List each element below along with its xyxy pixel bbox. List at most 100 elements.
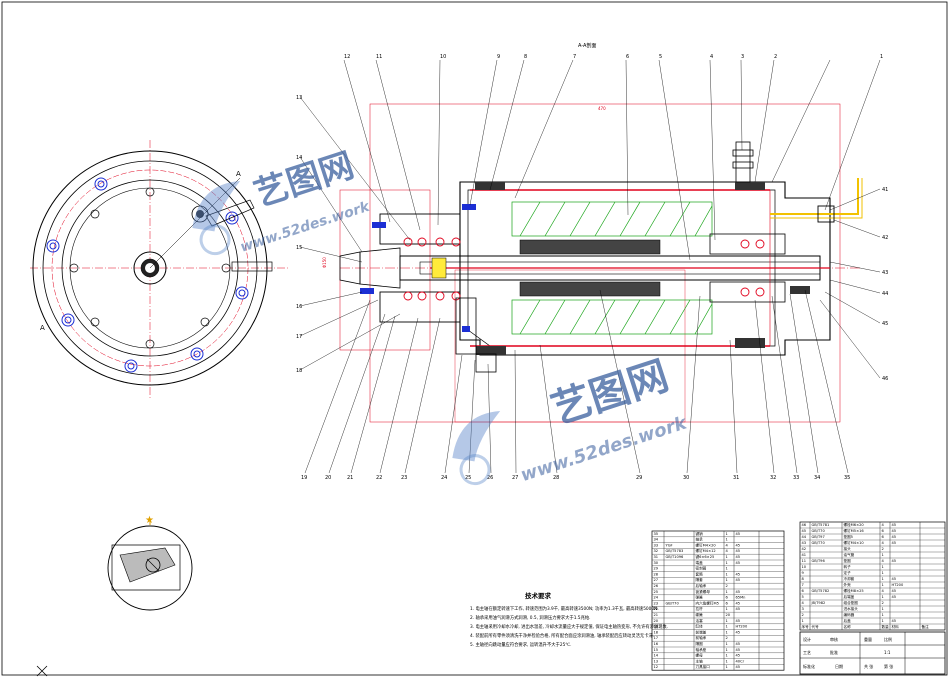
- balloon-45: 45: [882, 321, 888, 327]
- bom-right-cell: 1: [882, 583, 884, 587]
- tech-req-line-5: 5. 主轴径向跳动量应符合要求, 运转温升不大于25℃.: [470, 641, 572, 648]
- technical-requirements: 技术要求 1. 电主轴在额定转速下工作, 转速范围为3.9千, 最高转速3500…: [470, 591, 668, 648]
- bom-left-cell: HT200: [736, 625, 748, 629]
- bom-left-cell: 14: [654, 654, 659, 658]
- bom-right-cell: GB/T70: [812, 529, 826, 533]
- bom-left-cell: 1: [726, 642, 728, 646]
- bom-left-cell: 内六角螺钉M5: [696, 600, 719, 605]
- bom-left-cell: 隔套: [696, 577, 704, 582]
- bom-right-cell: 后盖: [844, 618, 852, 623]
- bom-left-cell: 28: [654, 572, 659, 576]
- bom-right-cell: 9: [802, 571, 805, 575]
- bom-right-cell: 数量: [882, 624, 890, 629]
- bom-right-cell: 45: [892, 619, 897, 623]
- bom-right-cell: 7: [802, 583, 804, 587]
- bom-left-cell: 1: [726, 654, 728, 658]
- bom-left-cell: 12: [654, 665, 659, 669]
- tech-req-line-2: 2. 轴承采用油气润滑方式润滑, 0.5, 润滑压力要求大于1.5兆帕.: [470, 614, 591, 621]
- bom-right-cell: 备注: [922, 624, 930, 629]
- detail-view: ★: [107, 515, 193, 611]
- svg-text:★: ★: [145, 515, 154, 526]
- bom-left-cell: 1: [726, 625, 728, 629]
- bom-left-cell: 15: [654, 648, 659, 652]
- bom-left-cell: 前端盖: [696, 629, 707, 634]
- bom-left-cell: 6: [726, 601, 729, 605]
- section-title: A-A剖面: [578, 42, 596, 49]
- bom-left-cell: YGF: [666, 543, 673, 547]
- corner-mark: [36, 665, 48, 677]
- bom-left-cell: 34: [654, 538, 659, 542]
- bom-right-cell: 46: [802, 523, 807, 527]
- bom-right-cell: 螺钉M5×16: [844, 528, 865, 533]
- watermark-url-2: www.52des.work: [518, 412, 690, 486]
- balloon-46: 46: [882, 376, 888, 382]
- overall-dim: 470: [598, 106, 606, 111]
- bom-left-cell: 1: [726, 665, 728, 669]
- bom-left-cell: 45: [736, 601, 741, 605]
- tb-scale-label: 比例: [884, 636, 892, 642]
- bom-left-cell: 45: [736, 642, 741, 646]
- bom-right-cell: 45: [892, 559, 897, 563]
- balloon-19: 19: [301, 475, 307, 481]
- balloon-43: 43: [882, 270, 888, 276]
- bom-left-cell: 27: [654, 578, 659, 582]
- bom-left-cell: 1: [726, 578, 728, 582]
- bom-right-cell: 6: [802, 589, 805, 593]
- bom-left-cell: 1: [726, 659, 728, 663]
- bom-left-cell: 31: [654, 555, 659, 559]
- balloon-26: 26: [487, 475, 493, 481]
- balloon-12: 12: [344, 54, 350, 60]
- bom-right-cell: 进水接头: [844, 606, 859, 611]
- bom-right-cell: 4: [882, 589, 885, 593]
- balloon-1: 1: [880, 54, 883, 60]
- bom-right-cell: 序号: [802, 624, 810, 629]
- balloons-top: 12 11 10 9 8 7 6 5 4 3 2 1: [344, 54, 883, 60]
- bom-left-cell: 碟簧: [696, 612, 704, 617]
- watermark: 艺图网 www.52des.work 艺图网 www.52des.work: [192, 145, 690, 486]
- bom-left-cell: 轴承座: [696, 647, 707, 652]
- bom-left-cell: 35: [654, 532, 659, 536]
- bom-left-cell: 弹簧: [696, 595, 704, 600]
- bom-left-cell: 活塞: [696, 618, 704, 623]
- tb-process: 工艺: [803, 650, 811, 655]
- bom-left-cell: 22: [654, 607, 659, 611]
- bom-right-cell: 1: [802, 619, 804, 623]
- bom-left-cell: 21: [654, 613, 659, 617]
- bom-right-cell: GB/T5781: [812, 523, 830, 527]
- tb-review: 审核: [830, 636, 838, 642]
- bom-left-cell: 24: [654, 596, 659, 600]
- bom-left-cell: 33: [654, 543, 659, 547]
- bom-left-cell: 1: [726, 572, 728, 576]
- bom-left-cell: 隔圈: [696, 641, 704, 646]
- bom-right-cell: 冷却套: [844, 576, 855, 581]
- bom-right-cell: 42: [802, 547, 807, 551]
- balloon-24: 24: [441, 475, 447, 481]
- bom-right-cell: 3: [802, 607, 804, 611]
- balloon-5: 5: [659, 54, 662, 60]
- bom-left-cell: 1: [726, 590, 728, 594]
- bom-left-cell: 45: [736, 619, 741, 623]
- bom-left-cell: 45: [736, 648, 741, 652]
- tb-date: 日期: [835, 663, 843, 669]
- bom-right-cell: 45: [892, 595, 897, 599]
- bom-right-cell: HT200: [892, 583, 904, 587]
- bom-right-cell: 后端盖: [844, 594, 855, 599]
- balloon-17: 17: [296, 334, 302, 340]
- bom-right-cell: 4: [882, 559, 885, 563]
- bom-left-cell: 20: [654, 619, 659, 623]
- bom-left-cell: 键销: [696, 531, 704, 536]
- balloon-13: 13: [296, 95, 302, 101]
- bom-right-cell: 5: [802, 595, 804, 599]
- bom-right-cell: 44: [802, 535, 807, 539]
- bom-left-cell: 1: [726, 532, 728, 536]
- bom-right-cell: 1: [882, 571, 884, 575]
- bom-right-cell: 11: [802, 559, 807, 563]
- balloon-33: 33: [793, 475, 799, 481]
- bom-left-cell: 40Cr: [736, 659, 745, 663]
- bom-right-cell: 1: [882, 607, 884, 611]
- balloon-42: 42: [882, 235, 888, 241]
- tb-total: 共 张: [864, 663, 873, 669]
- bom-left-cell: 45: [736, 665, 741, 669]
- bom-right-cell: 2: [882, 547, 884, 551]
